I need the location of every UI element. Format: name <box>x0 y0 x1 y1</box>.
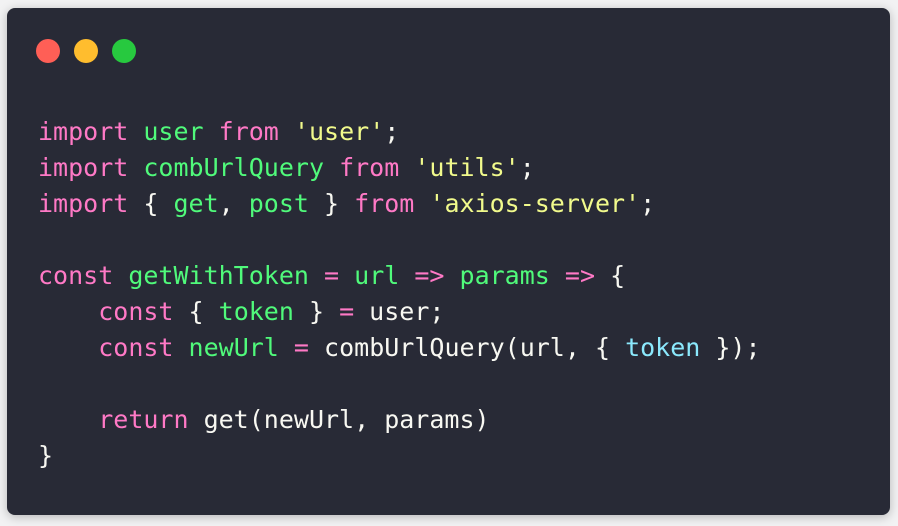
code-token <box>279 333 294 362</box>
code-token <box>444 261 459 290</box>
code-token: post <box>248 189 309 218</box>
code-token: { <box>173 297 219 326</box>
code-token: => <box>414 261 445 290</box>
code-token <box>128 117 143 146</box>
code-token <box>113 261 128 290</box>
code-token <box>128 153 143 182</box>
code-token: const <box>98 297 174 326</box>
code-token: = <box>293 333 309 362</box>
code-token: , <box>218 189 249 218</box>
code-token: getWithToken <box>128 261 309 290</box>
code-line: import { get, post } from 'axios-server'… <box>38 186 761 222</box>
window-controls <box>36 39 136 63</box>
code-token: ; <box>640 189 656 218</box>
code-line: ​ <box>38 366 761 402</box>
code-token <box>279 117 294 146</box>
code-token: 'axios-server' <box>429 189 641 218</box>
code-line: const newUrl = combUrlQuery(url, { token… <box>38 330 761 366</box>
code-token: from <box>218 117 279 146</box>
code-token: import <box>38 153 129 182</box>
code-token: } <box>308 189 355 218</box>
code-token: params <box>459 261 550 290</box>
code-token: ; <box>384 117 400 146</box>
code-token <box>38 297 98 326</box>
code-token: return <box>98 405 189 434</box>
code-token <box>38 333 98 362</box>
code-token: const <box>98 333 174 362</box>
code-line: return get(newUrl, params) <box>38 402 761 438</box>
code-token <box>309 261 324 290</box>
code-line: } <box>38 438 761 474</box>
code-token <box>339 261 354 290</box>
code-token: newUrl <box>188 333 279 362</box>
code-token: url <box>354 261 400 290</box>
code-token <box>38 405 98 434</box>
code-token: combUrlQuery(url, { <box>308 333 626 362</box>
code-token: get <box>173 189 219 218</box>
code-token: } <box>38 441 54 470</box>
code-token: from <box>354 189 415 218</box>
code-token: = <box>339 297 355 326</box>
code-token: import <box>38 117 129 146</box>
code-token <box>204 117 219 146</box>
code-token: 'user' <box>293 117 385 146</box>
code-token <box>550 261 565 290</box>
code-token: combUrlQuery <box>143 153 324 182</box>
code-line: import user from 'user'; <box>38 114 761 150</box>
code-token: { <box>595 261 626 290</box>
code-token: } <box>293 297 340 326</box>
minimize-dot-icon[interactable] <box>74 39 98 63</box>
code-token: }); <box>700 333 761 362</box>
code-token: import <box>38 189 129 218</box>
code-token: token <box>625 333 701 362</box>
code-token <box>399 153 414 182</box>
code-token: from <box>339 153 400 182</box>
code-token: = <box>324 261 340 290</box>
code-token: { <box>128 189 174 218</box>
code-line: ​ <box>38 222 761 258</box>
code-line: import combUrlQuery from 'utils'; <box>38 150 761 186</box>
code-token: 'utils' <box>414 153 520 182</box>
code-token: token <box>218 297 294 326</box>
close-dot-icon[interactable] <box>36 39 60 63</box>
code-token: ; <box>519 153 535 182</box>
code-window: import user from 'user';import combUrlQu… <box>7 8 890 515</box>
code-block: import user from 'user';import combUrlQu… <box>38 114 761 474</box>
code-token <box>399 261 414 290</box>
code-line: const getWithToken = url => params => { <box>38 258 761 294</box>
code-token: get(newUrl, params) <box>188 405 490 434</box>
code-line: const { token } = user; <box>38 294 761 330</box>
code-token: user <box>143 117 204 146</box>
code-token <box>173 333 188 362</box>
code-token: => <box>564 261 596 290</box>
code-token <box>414 189 429 218</box>
maximize-dot-icon[interactable] <box>112 39 136 63</box>
code-token: const <box>38 261 114 290</box>
code-token: user; <box>354 297 445 326</box>
code-token <box>324 153 339 182</box>
